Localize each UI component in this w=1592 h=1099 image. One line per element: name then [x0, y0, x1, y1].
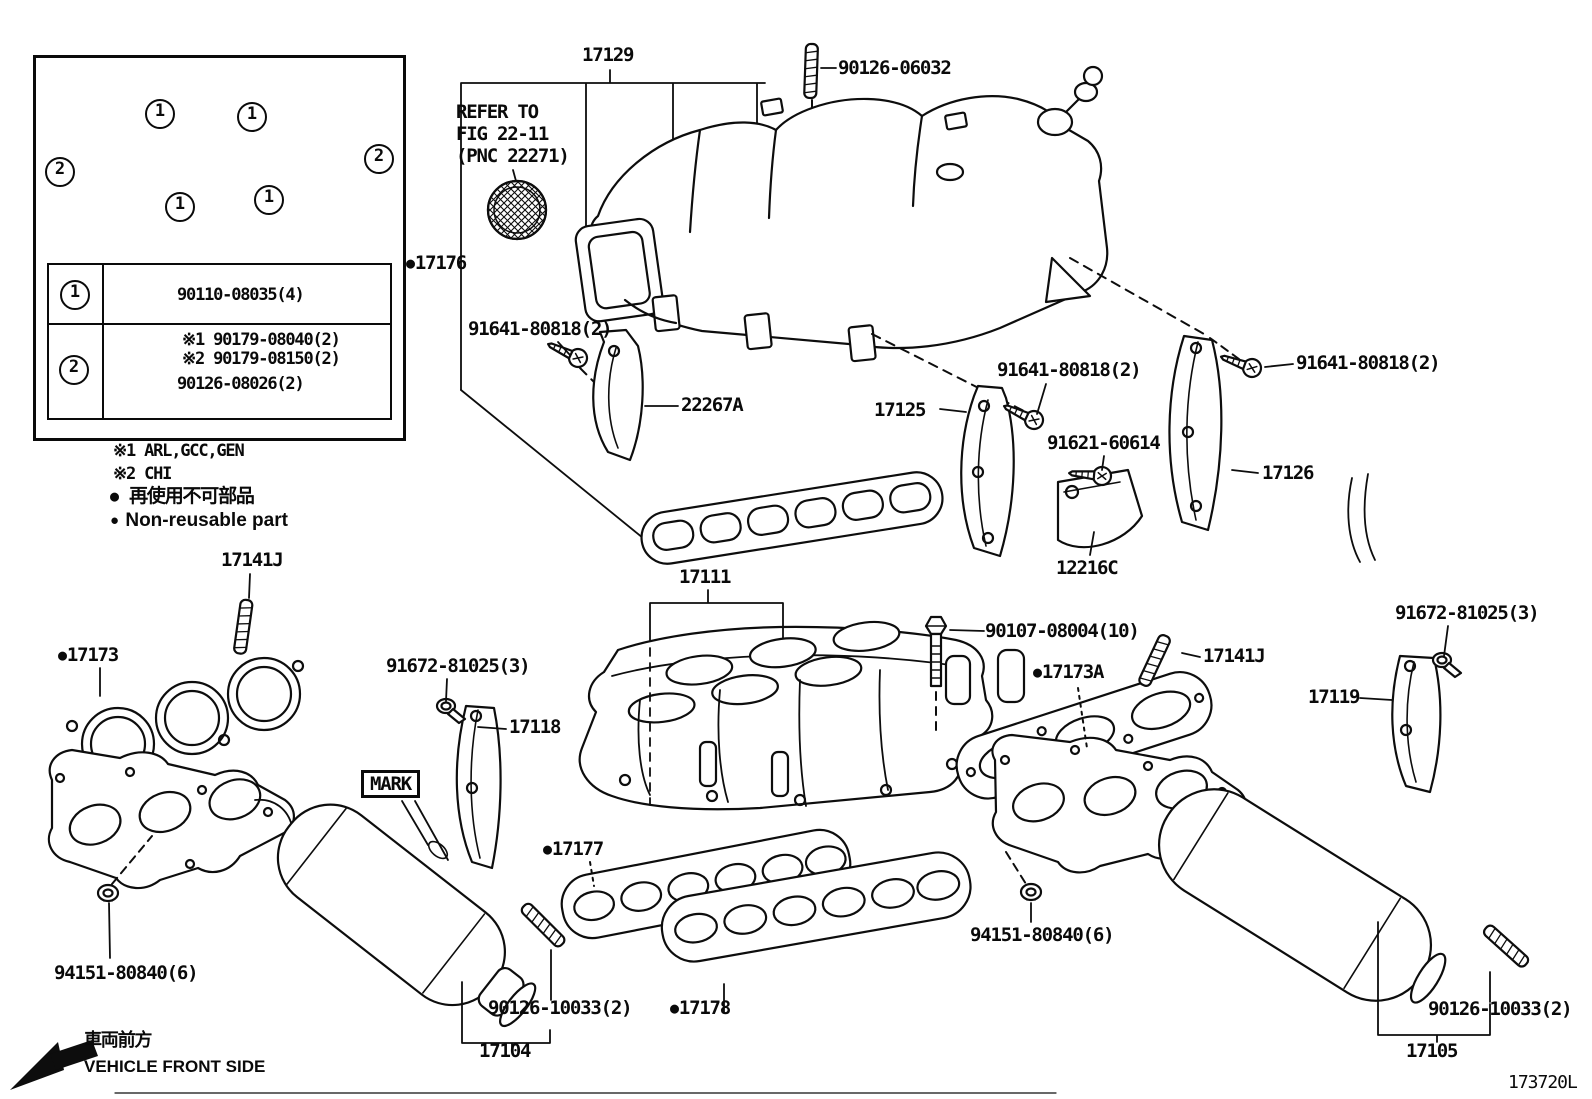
bracket-22267a	[592, 328, 644, 462]
note-nonreusable-en: ● Non-reusable part	[110, 510, 288, 531]
pipe-strips	[1347, 473, 1376, 563]
note-variant-1: ※1 ARL,GCC,GEN	[113, 441, 245, 461]
table-callout-2: 2	[59, 355, 89, 385]
note-variant-2: ※2 CHI	[113, 464, 172, 484]
vehicle-front-label-jp: 車両前方	[84, 1030, 152, 1051]
label-17118: 17118	[509, 716, 561, 738]
note-nonreusable-jp: ● 再使用不可部品	[110, 485, 255, 507]
screw-91641-c	[1216, 347, 1265, 381]
label-17173a: ●17173A	[1033, 661, 1104, 683]
bolt-91672-left	[435, 697, 467, 725]
nut-94151-left	[96, 883, 120, 903]
label-94151-80840-left: 94151-80840(6)	[54, 962, 199, 984]
label-17111: 17111	[679, 566, 731, 588]
label-17178: ●17178	[670, 997, 731, 1019]
label-91621-60614: 91621-60614	[1047, 432, 1161, 454]
callout-1: 1	[254, 185, 284, 215]
label-17141j-left: 17141J	[221, 549, 284, 571]
refer-note: REFER TO FIG 22-11 (PNC 22271)	[456, 101, 570, 167]
refer-note-leader	[512, 169, 517, 182]
label-90126-10033-left: 90126-10033(2)	[488, 997, 633, 1019]
bracket-17119	[1391, 654, 1442, 794]
fastener-table: 1 2 90110-08035(4) ※1 90179-08040(2) ※2 …	[47, 263, 392, 420]
label-17177: ●17177	[543, 838, 604, 860]
label-17126: 17126	[1262, 462, 1314, 484]
label-22267a: 22267A	[681, 394, 744, 416]
callout-1: 1	[145, 99, 175, 129]
part-90179-08150: ※2 90179-08150(2)	[182, 349, 341, 369]
gasket-17178	[660, 851, 972, 963]
table-callout-1: 1	[60, 280, 90, 310]
leader-lines	[99, 341, 1491, 1050]
label-12216c: 12216C	[1056, 557, 1119, 579]
plate-12216c	[1056, 468, 1144, 549]
bracket-17118	[455, 704, 502, 870]
callout-2: 2	[364, 144, 394, 174]
nut-dashes	[111, 337, 1244, 885]
label-17176: ●17176	[406, 252, 467, 274]
label-17125: 17125	[874, 399, 926, 421]
label-91641-80818-c: 91641-80818(2)	[1296, 352, 1441, 374]
vehicle-front-label-en: VEHICLE FRONT SIDE	[84, 1057, 266, 1076]
fastener-inset-box	[33, 55, 406, 441]
bracket-17126	[1168, 334, 1223, 532]
bracket-17129	[460, 69, 766, 539]
label-17173: ●17173	[58, 644, 119, 666]
label-91641-80818-a: 91641-80818(2)	[468, 318, 613, 340]
label-17105: 17105	[1406, 1040, 1458, 1062]
label-91672-81025-right: 91672-81025(3)	[1395, 602, 1540, 624]
drawing-number: 173720L	[1508, 1072, 1578, 1093]
label-17141j-right: 17141J	[1203, 645, 1266, 667]
stud-90126-10033-right	[1480, 922, 1532, 970]
callout-1: 1	[165, 192, 195, 222]
part-90179-08040: ※1 90179-08040(2)	[182, 330, 341, 350]
label-17104: 17104	[479, 1040, 531, 1062]
label-17119: 17119	[1308, 686, 1360, 708]
callout-1: 1	[237, 102, 267, 132]
stud-90126-06032	[803, 42, 820, 100]
part-90110-08035: 90110-08035(4)	[177, 285, 305, 305]
label-17129: 17129	[582, 44, 634, 66]
stud-17141j-left	[232, 598, 255, 656]
callout-2: 2	[45, 157, 75, 187]
label-90107-08004: 90107-08004(10)	[985, 620, 1140, 642]
exhaust-manifold-17105	[991, 733, 1447, 1004]
label-90126-06032: 90126-06032	[838, 57, 952, 79]
label-91672-81025-left: 91672-81025(3)	[386, 655, 531, 677]
mark-box: MARK	[361, 770, 420, 798]
gasket-17176	[640, 471, 944, 565]
label-94151-80840-right: 94151-80840(6)	[970, 924, 1115, 946]
label-90126-10033-right: 90126-10033(2)	[1428, 998, 1573, 1020]
label-91641-80818-b: 91641-80818(2)	[997, 359, 1142, 381]
bracket-17125	[960, 384, 1015, 558]
dotted-leaders	[589, 687, 1088, 887]
part-90126-08026: 90126-08026(2)	[177, 374, 305, 394]
bracket-17111	[649, 589, 784, 806]
nut-94151-right	[1019, 882, 1043, 902]
intake-manifold-drawing	[578, 620, 1026, 811]
mesh-screen-part	[486, 179, 548, 241]
bolt-90107-08004	[924, 615, 948, 688]
stud-90126-10033-left	[518, 900, 568, 950]
surge-tank-drawing	[574, 65, 1109, 363]
vehicle-front-arrow	[10, 1040, 98, 1090]
